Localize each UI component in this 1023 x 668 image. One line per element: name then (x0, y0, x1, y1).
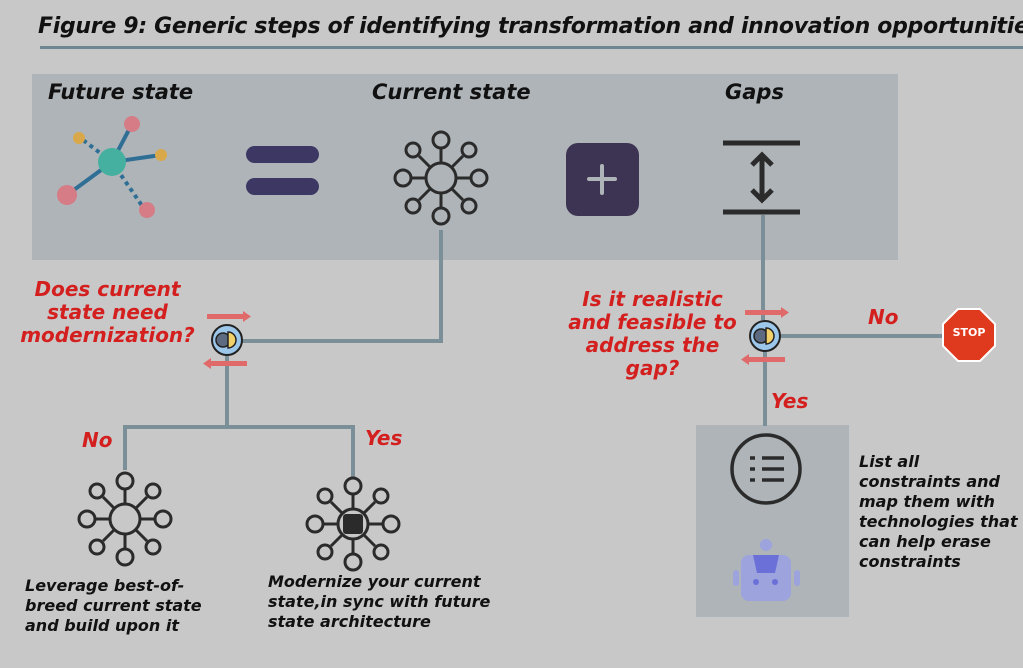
leverage-outcome: Leverage best-of-breed current state and… (25, 576, 202, 635)
stop-label: STOP (952, 326, 986, 339)
current-state-header: Current state (372, 80, 531, 104)
robot-icon (733, 539, 800, 601)
future-state-network-icon (57, 116, 167, 218)
gap-icon (723, 140, 800, 215)
stop-sign-icon (942, 308, 996, 362)
plus-icon (566, 143, 639, 216)
modernize-chip-hub-icon (305, 476, 401, 572)
branch-no-left: No (82, 428, 113, 452)
branch-yes-right: Yes (771, 389, 809, 413)
current-state-hub-icon (393, 130, 489, 226)
equals-icon (246, 146, 319, 195)
list-icon (730, 433, 802, 505)
modernization-question: Does current state need modernization? (20, 277, 195, 347)
branch-no-right: No (868, 305, 899, 329)
title-rule (40, 46, 1023, 49)
leverage-hub-icon (77, 471, 173, 567)
future-state-header: Future state (48, 80, 194, 104)
feasibility-question: Is it realistic and feasible to address … (568, 287, 737, 380)
gaps-header: Gaps (725, 80, 784, 104)
constraints-outcome: List all constraints and map them with t… (859, 452, 1018, 571)
figure-title: Figure 9: Generic steps of identifying t… (38, 14, 1023, 39)
modernize-outcome: Modernize your current state,in sync wit… (268, 572, 491, 631)
equation-panel (32, 74, 898, 260)
connector-lines (123, 215, 945, 478)
branch-yes-left: Yes (365, 426, 403, 450)
